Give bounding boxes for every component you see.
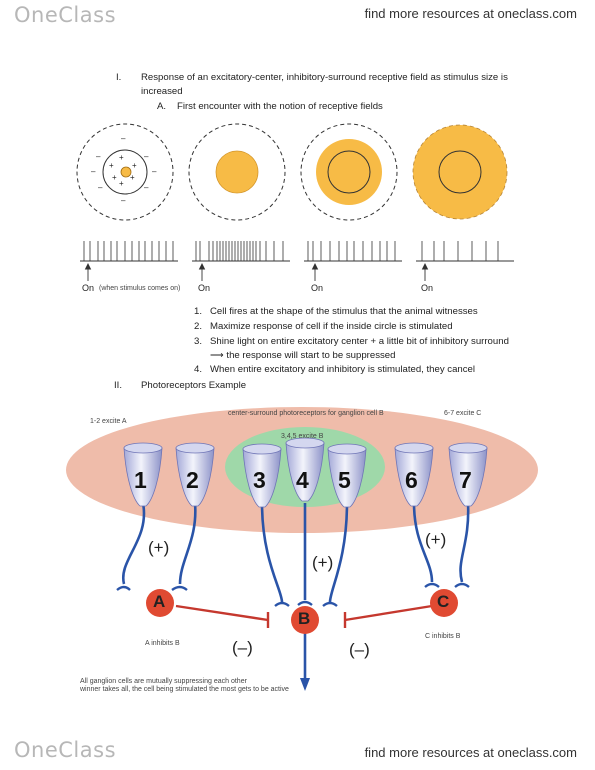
header-link[interactable]: find more resources at oneclass.com — [364, 6, 577, 21]
axons — [121, 502, 470, 680]
minus-sign: – — [152, 167, 157, 176]
plus-label-c: (+) — [425, 530, 447, 549]
list-item-3-text: Shine light on entire excitatory center … — [210, 336, 509, 347]
minus-sign: – — [144, 183, 149, 192]
on-label-1: On — [82, 283, 95, 293]
section-i-text-cont: increased — [141, 86, 183, 97]
plus-label-a: (+) — [148, 538, 170, 557]
cone-number-6: 6 — [405, 467, 418, 493]
list-item-1-text: Cell fires at the shape of the stimulus … — [210, 306, 478, 317]
cone-number-7: 7 — [459, 467, 472, 493]
list-item-1-number: 1. — [194, 306, 203, 317]
label-inner: 3,4,5 excite B — [281, 433, 324, 440]
minus-label-c: (–) — [349, 640, 370, 659]
receptive-field-2 — [188, 123, 286, 221]
note-c: C inhibits B — [425, 633, 461, 640]
on-arrows — [84, 262, 429, 281]
on-note: (when stimulus comes on) — [99, 285, 181, 292]
header-logo: OneClass — [14, 3, 117, 27]
label-left: 1-2 excite A — [90, 418, 127, 425]
section-i-number: I. — [116, 72, 122, 83]
list-item-3-number: 3. — [194, 336, 203, 347]
spike-trains — [83, 241, 499, 261]
receptive-field-1 — [76, 123, 174, 221]
list-item-2-number: 2. — [194, 321, 203, 332]
cone-top — [175, 442, 215, 454]
subsection-a-number: A. — [157, 101, 167, 112]
plus-sign: + — [119, 153, 124, 162]
ganglion-c-label: C — [437, 592, 450, 611]
minus-label-a: (–) — [232, 638, 253, 657]
minus-sign: – — [96, 152, 101, 161]
ganglion-b-label: B — [298, 609, 311, 628]
minus-sign: – — [144, 152, 149, 161]
bottom-note-1: All ganglion cells are mutually suppress… — [80, 678, 247, 685]
list-item-3-text-cont: ⟶ the response will start to be suppress… — [210, 350, 396, 361]
note-a: A inhibits B — [145, 640, 180, 647]
plus-sign: + — [130, 173, 135, 182]
receptive-field-figure — [76, 123, 514, 281]
section-ii-text: Photoreceptors Example — [141, 380, 247, 391]
plus-sign: + — [132, 161, 137, 170]
cone-top — [394, 442, 434, 454]
on-label-4: On — [421, 283, 434, 293]
cone-top — [123, 442, 163, 454]
cone-top — [327, 443, 367, 455]
plus-sign: + — [119, 179, 124, 188]
plus-sign: + — [109, 161, 114, 170]
label-top-center: center-surround photoreceptors for gangl… — [228, 410, 384, 417]
footer-link[interactable]: find more resources at oneclass.com — [364, 745, 577, 760]
receptive-field-4 — [412, 124, 508, 220]
list-item-4-number: 4. — [194, 364, 203, 375]
receptive-field-3 — [300, 123, 398, 221]
subsection-a-text: First encounter with the notion of recep… — [177, 101, 383, 112]
ganglion-a-label: A — [153, 592, 166, 611]
minus-sign: – — [98, 183, 103, 192]
bottom-note-2: winner takes all, the cell being stimula… — [80, 686, 289, 693]
minus-sign: – — [121, 134, 126, 143]
on-label-2: On — [198, 283, 211, 293]
cone-top — [448, 442, 488, 454]
list-item-2-text: Maximize response of cell if the inside … — [210, 321, 453, 332]
cone-number-1: 1 — [134, 467, 147, 493]
section-ii-number: II. — [114, 380, 122, 391]
cone-top — [242, 443, 282, 455]
list-item-4-text: When entire excitatory and inhibitory is… — [210, 364, 476, 375]
label-right: 6-7 excite C — [444, 410, 482, 417]
cone-number-2: 2 — [186, 467, 199, 493]
section-i-text: Response of an excitatory-center, inhibi… — [141, 72, 508, 83]
cone-number-3: 3 — [253, 467, 266, 493]
synapses — [116, 582, 470, 607]
on-label-3: On — [311, 283, 324, 293]
cone-number-5: 5 — [338, 467, 351, 493]
cone-number-4: 4 — [296, 467, 309, 493]
plus-sign: + — [112, 173, 117, 182]
minus-sign: – — [91, 167, 96, 176]
footer-logo: OneClass — [14, 738, 117, 762]
minus-sign: – — [121, 196, 126, 205]
output-arrow — [300, 678, 310, 691]
plus-label-b: (+) — [312, 553, 334, 572]
